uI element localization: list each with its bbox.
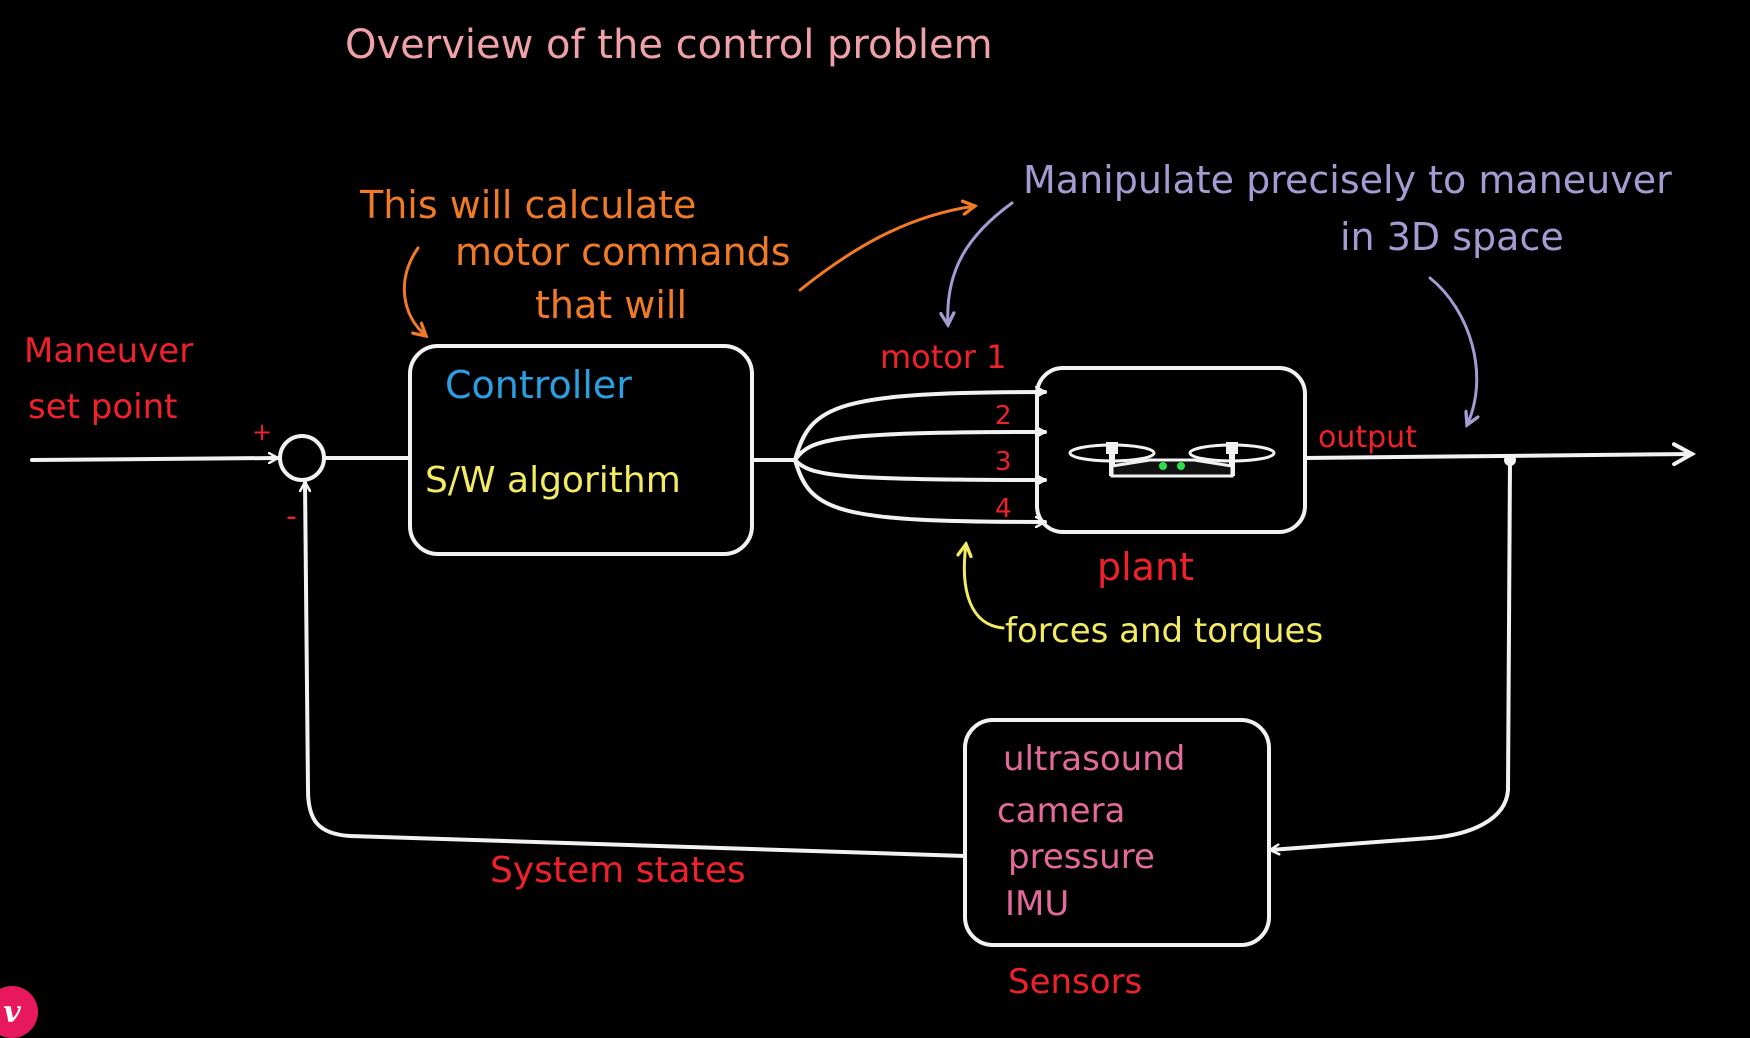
motor-line-2 [793,432,1045,462]
sensor-imu: IMU [1005,884,1069,924]
calculate-line-2: motor commands [455,230,791,274]
controller-algorithm: S/W algorithm [425,460,681,501]
arrow-forces [964,544,1005,630]
motor-3-label: 3 [995,447,1012,477]
setpoint-label: Maneuver set point [24,331,193,427]
sensor-list: ultrasound camera pressure IMU [997,739,1185,924]
motor-line-1 [793,392,1045,462]
minus-sign: - [286,499,297,534]
calculate-line-3: that will [535,283,687,327]
feedback-to-junction [305,482,967,858]
motor-line-3 [793,458,1045,480]
plant-box [1035,366,1307,534]
arrow-to-motors [798,206,975,292]
motor-1-label: motor 1 [880,338,1007,376]
setpoint-label-line-1: Maneuver [24,331,193,371]
motor-4-label: 4 [995,494,1012,524]
arrow-to-controller [402,246,426,336]
sensor-pressure: pressure [1008,837,1155,877]
sensor-ultrasound: ultrasound [1003,739,1185,779]
diagram-title: Overview of the control problem [345,22,993,68]
plus-sign: + [252,418,272,446]
setpoint-label-line-2: set point [28,387,177,427]
controller-box [408,344,754,556]
output-label: output [1318,420,1417,455]
motor-2-label: 2 [995,401,1012,431]
sensor-camera: camera [997,791,1125,831]
forces-label: forces and torques [1005,611,1323,651]
manipulate-line-2: in 3D space [1340,215,1564,259]
system-states-label: System states [490,850,746,891]
feedback-to-sensors [1270,458,1512,850]
drone-icon [1068,442,1276,478]
output-line [1303,454,1692,458]
manipulate-annotation: Manipulate precisely to maneuver in 3D s… [1023,158,1672,259]
motor-labels: motor 1 2 3 4 [880,338,1012,524]
input-line [30,458,278,460]
controller-title: Controller [445,363,632,407]
motor-line-4 [793,458,1045,522]
calculate-line-1: This will calculate [359,183,696,227]
manipulate-line-1: Manipulate precisely to maneuver [1023,158,1672,202]
plant-label: plant [1097,545,1194,589]
sensors-box [963,718,1271,947]
calculate-annotation: This will calculate motor commands that … [359,183,791,327]
summing-junction [278,434,326,482]
arrow-to-motor-labels [948,201,1014,325]
sensors-label: Sensors [1008,962,1142,1002]
arrow-to-output [1428,276,1477,425]
